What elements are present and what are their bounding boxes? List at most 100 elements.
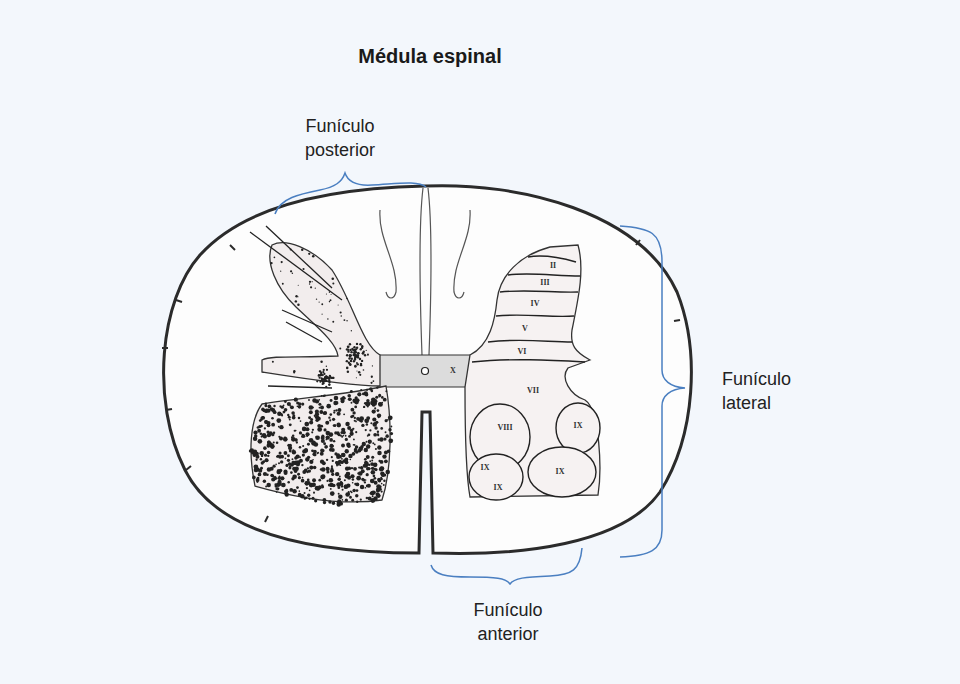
stipple-dot [323, 382, 325, 384]
stipple-dot [366, 497, 368, 499]
stipple-dot [346, 320, 347, 321]
stipple-dot [347, 346, 349, 348]
stipple-dot [342, 499, 344, 501]
stipple-dot [354, 365, 356, 367]
stipple-dot [283, 405, 285, 407]
stipple-dot [274, 476, 276, 478]
stipple-dot [292, 272, 294, 274]
stipple-dot [355, 421, 357, 423]
stipple-dot [380, 427, 383, 430]
stipple-dot [256, 481, 258, 483]
stipple-dot [329, 444, 333, 448]
stipple-dot [265, 459, 268, 462]
stipple-dot [347, 472, 351, 476]
stipple-dot [373, 475, 376, 478]
stipple-dot [331, 445, 334, 448]
stipple-dot [263, 435, 267, 439]
stipple-dot [324, 394, 326, 396]
stipple-dot [346, 367, 349, 370]
stipple-dot [376, 386, 378, 388]
stipple-dot [284, 408, 288, 412]
brackets [275, 173, 685, 584]
stipple-dot [326, 376, 328, 378]
stipple-dot [336, 465, 338, 467]
stipple-dot [331, 456, 333, 458]
stipple-dot [283, 437, 288, 442]
stipple-dot [276, 491, 278, 493]
stipple-dot [360, 364, 362, 366]
stipple-dot [325, 380, 327, 382]
stipple-dot [358, 371, 361, 374]
stipple-dot [309, 466, 313, 470]
stipple-dot [350, 408, 354, 412]
stipple-dot [329, 448, 333, 452]
stipple-dot [313, 492, 315, 494]
stipple-dot [360, 466, 364, 470]
stipple-dot [369, 460, 371, 462]
pia-ticks [162, 240, 680, 522]
stipple-dot [371, 397, 376, 402]
stipple-dot [261, 408, 265, 412]
stipple-dot [318, 375, 320, 377]
stipple-dot [340, 434, 342, 436]
stipple-dot [279, 475, 281, 477]
stipple-dot [267, 433, 271, 437]
stipple-dot [354, 365, 356, 367]
stipple-dot [343, 397, 346, 400]
stipple-dot [251, 451, 255, 455]
stipple-dot [347, 484, 349, 486]
stipple-dot [374, 407, 376, 409]
stipple-dot [324, 377, 326, 379]
funiculus-label: Funículo lateral [722, 367, 822, 416]
stipple-dot [352, 489, 356, 493]
stipple-dot [264, 420, 268, 424]
stipple-dot [349, 364, 351, 366]
stipple-dot [344, 486, 347, 489]
stipple-dot [332, 460, 334, 462]
stipple-dot [279, 452, 282, 455]
stipple-dot [258, 439, 263, 444]
stipple-dot [326, 404, 331, 409]
stipple-dot [345, 458, 348, 461]
stipple-dot [271, 423, 275, 427]
stipple-dot [332, 377, 334, 379]
stipple-dot [321, 303, 323, 305]
stipple-dot [366, 389, 368, 391]
gray-commissure [378, 355, 472, 387]
stipple-dot [340, 311, 342, 313]
stipple-dot [333, 401, 337, 405]
stipple-dot [260, 417, 262, 419]
stipple-dot [304, 448, 308, 452]
stipple-dot [350, 474, 354, 478]
stipple-dot [314, 499, 317, 502]
stipple-dot [279, 405, 281, 407]
stipple-dot [350, 360, 352, 362]
stipple-dot [289, 423, 292, 426]
stipple-dot [302, 453, 305, 456]
stipple-dot [285, 464, 288, 467]
stipple-dot [332, 321, 334, 323]
stipple-dot [341, 486, 343, 488]
stipple-dot [312, 255, 315, 258]
stipple-dot [282, 477, 284, 479]
stipple-dot [285, 457, 287, 459]
stipple-dot [315, 399, 319, 403]
stipple-dot [324, 377, 326, 379]
stipple-dot [298, 285, 299, 286]
stipple-dot [304, 422, 309, 427]
stipple-dot [278, 462, 280, 464]
stipple-dot [318, 485, 322, 489]
stipple-dot [379, 396, 381, 398]
stipple-dot [276, 441, 279, 444]
stipple-dot [298, 490, 300, 492]
stipple-dot [350, 351, 352, 353]
stipple-dot [349, 496, 351, 498]
stipple-dot [300, 494, 305, 499]
stipple-dot [381, 490, 383, 492]
stipple-dot [304, 492, 306, 494]
stipple-dot [360, 499, 362, 501]
stipple-dot [374, 422, 376, 424]
stipple-dot [352, 415, 355, 418]
stipple-dot [252, 476, 256, 480]
stipple-dot [385, 434, 389, 438]
